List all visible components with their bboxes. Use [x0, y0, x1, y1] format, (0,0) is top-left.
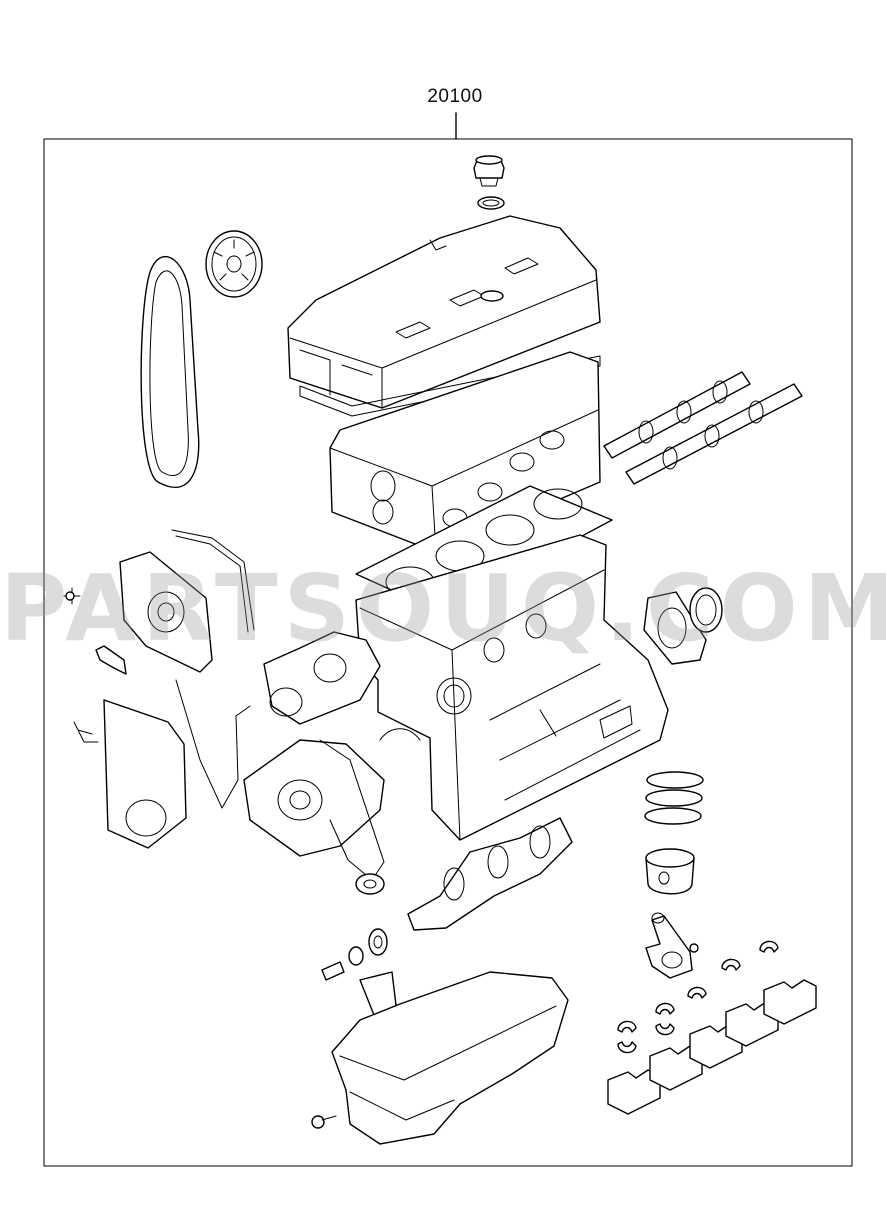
- cylinder-head-cover[interactable]: [287, 215, 601, 409]
- crankshaft-sprocket[interactable]: [368, 928, 388, 956]
- crankshaft-front-seal[interactable]: [355, 873, 385, 895]
- cover-bolt[interactable]: [63, 587, 81, 605]
- belt-tensioner-bracket[interactable]: [95, 645, 127, 675]
- diagram-frame: [43, 112, 853, 1167]
- drain-plug-bolt[interactable]: [321, 961, 345, 981]
- rear-oil-seal-housing[interactable]: [643, 591, 707, 665]
- cover-clip[interactable]: [73, 721, 99, 743]
- part-number-label: 20100: [427, 86, 483, 107]
- piston-ring-set[interactable]: [644, 771, 704, 825]
- piston[interactable]: [645, 848, 695, 895]
- front-case-gasket-upper[interactable]: [379, 728, 421, 741]
- oil-pump[interactable]: [243, 739, 385, 857]
- oil-seal-small[interactable]: [348, 946, 364, 966]
- head-cover-gasket[interactable]: [299, 355, 601, 417]
- camshaft-exhaust[interactable]: [625, 383, 803, 485]
- rear-oil-seal[interactable]: [689, 587, 723, 633]
- oil-pan-drain-plug[interactable]: [311, 1115, 337, 1129]
- cylinder-block[interactable]: [355, 534, 669, 841]
- cover-gasket[interactable]: [171, 529, 255, 633]
- main-bearing-caps[interactable]: [607, 979, 817, 1115]
- timing-belt-cover-upper[interactable]: [119, 551, 213, 673]
- timing-belt[interactable]: [140, 255, 200, 488]
- oil-pan[interactable]: [331, 971, 569, 1145]
- connecting-rod-bearings[interactable]: [617, 940, 779, 1054]
- water-pump[interactable]: [263, 631, 381, 725]
- crankshaft[interactable]: [407, 817, 573, 931]
- oil-pump-gasket[interactable]: [319, 739, 385, 881]
- connecting-rod[interactable]: [645, 912, 699, 979]
- camshaft-intake[interactable]: [603, 371, 751, 459]
- camshaft-sprocket[interactable]: [205, 230, 263, 298]
- cap-gasket[interactable]: [477, 196, 505, 210]
- timing-belt-cover-lower[interactable]: [103, 679, 251, 849]
- oil-filler-cap[interactable]: [473, 155, 505, 187]
